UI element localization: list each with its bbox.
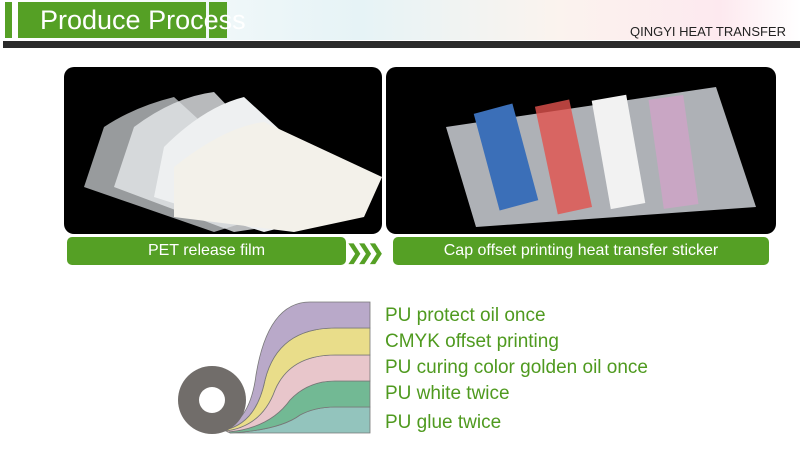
layer-label: PU white twice: [385, 383, 510, 404]
layer-band-protect-oil: [220, 301, 371, 431]
chevron-right-icon: ❯❯❯: [346, 242, 384, 264]
layer-label: PU curing color golden oil once: [385, 357, 648, 378]
header-banner: Produce Process QINGYI HEAT TRANSFER: [0, 0, 800, 40]
pet-film-photo: [64, 67, 382, 234]
accent-bar: [5, 2, 12, 38]
accent-bar: [209, 2, 227, 38]
divider: [3, 41, 800, 48]
sticker-photo: [386, 67, 776, 234]
layer-diagram: [178, 301, 371, 434]
step-cap-offset-printing: Cap offset printing heat transfer sticke…: [393, 237, 769, 265]
step-pet-release-film: PET release film: [67, 237, 346, 265]
page-title: Produce Process: [40, 5, 246, 35]
layer-label: CMYK offset printing: [385, 331, 559, 352]
layer-label: PU protect oil once: [385, 305, 546, 326]
title-bar: [18, 2, 206, 38]
brand-name: QINGYI HEAT TRANSFER: [629, 24, 786, 39]
layer-label: PU glue twice: [385, 412, 502, 433]
